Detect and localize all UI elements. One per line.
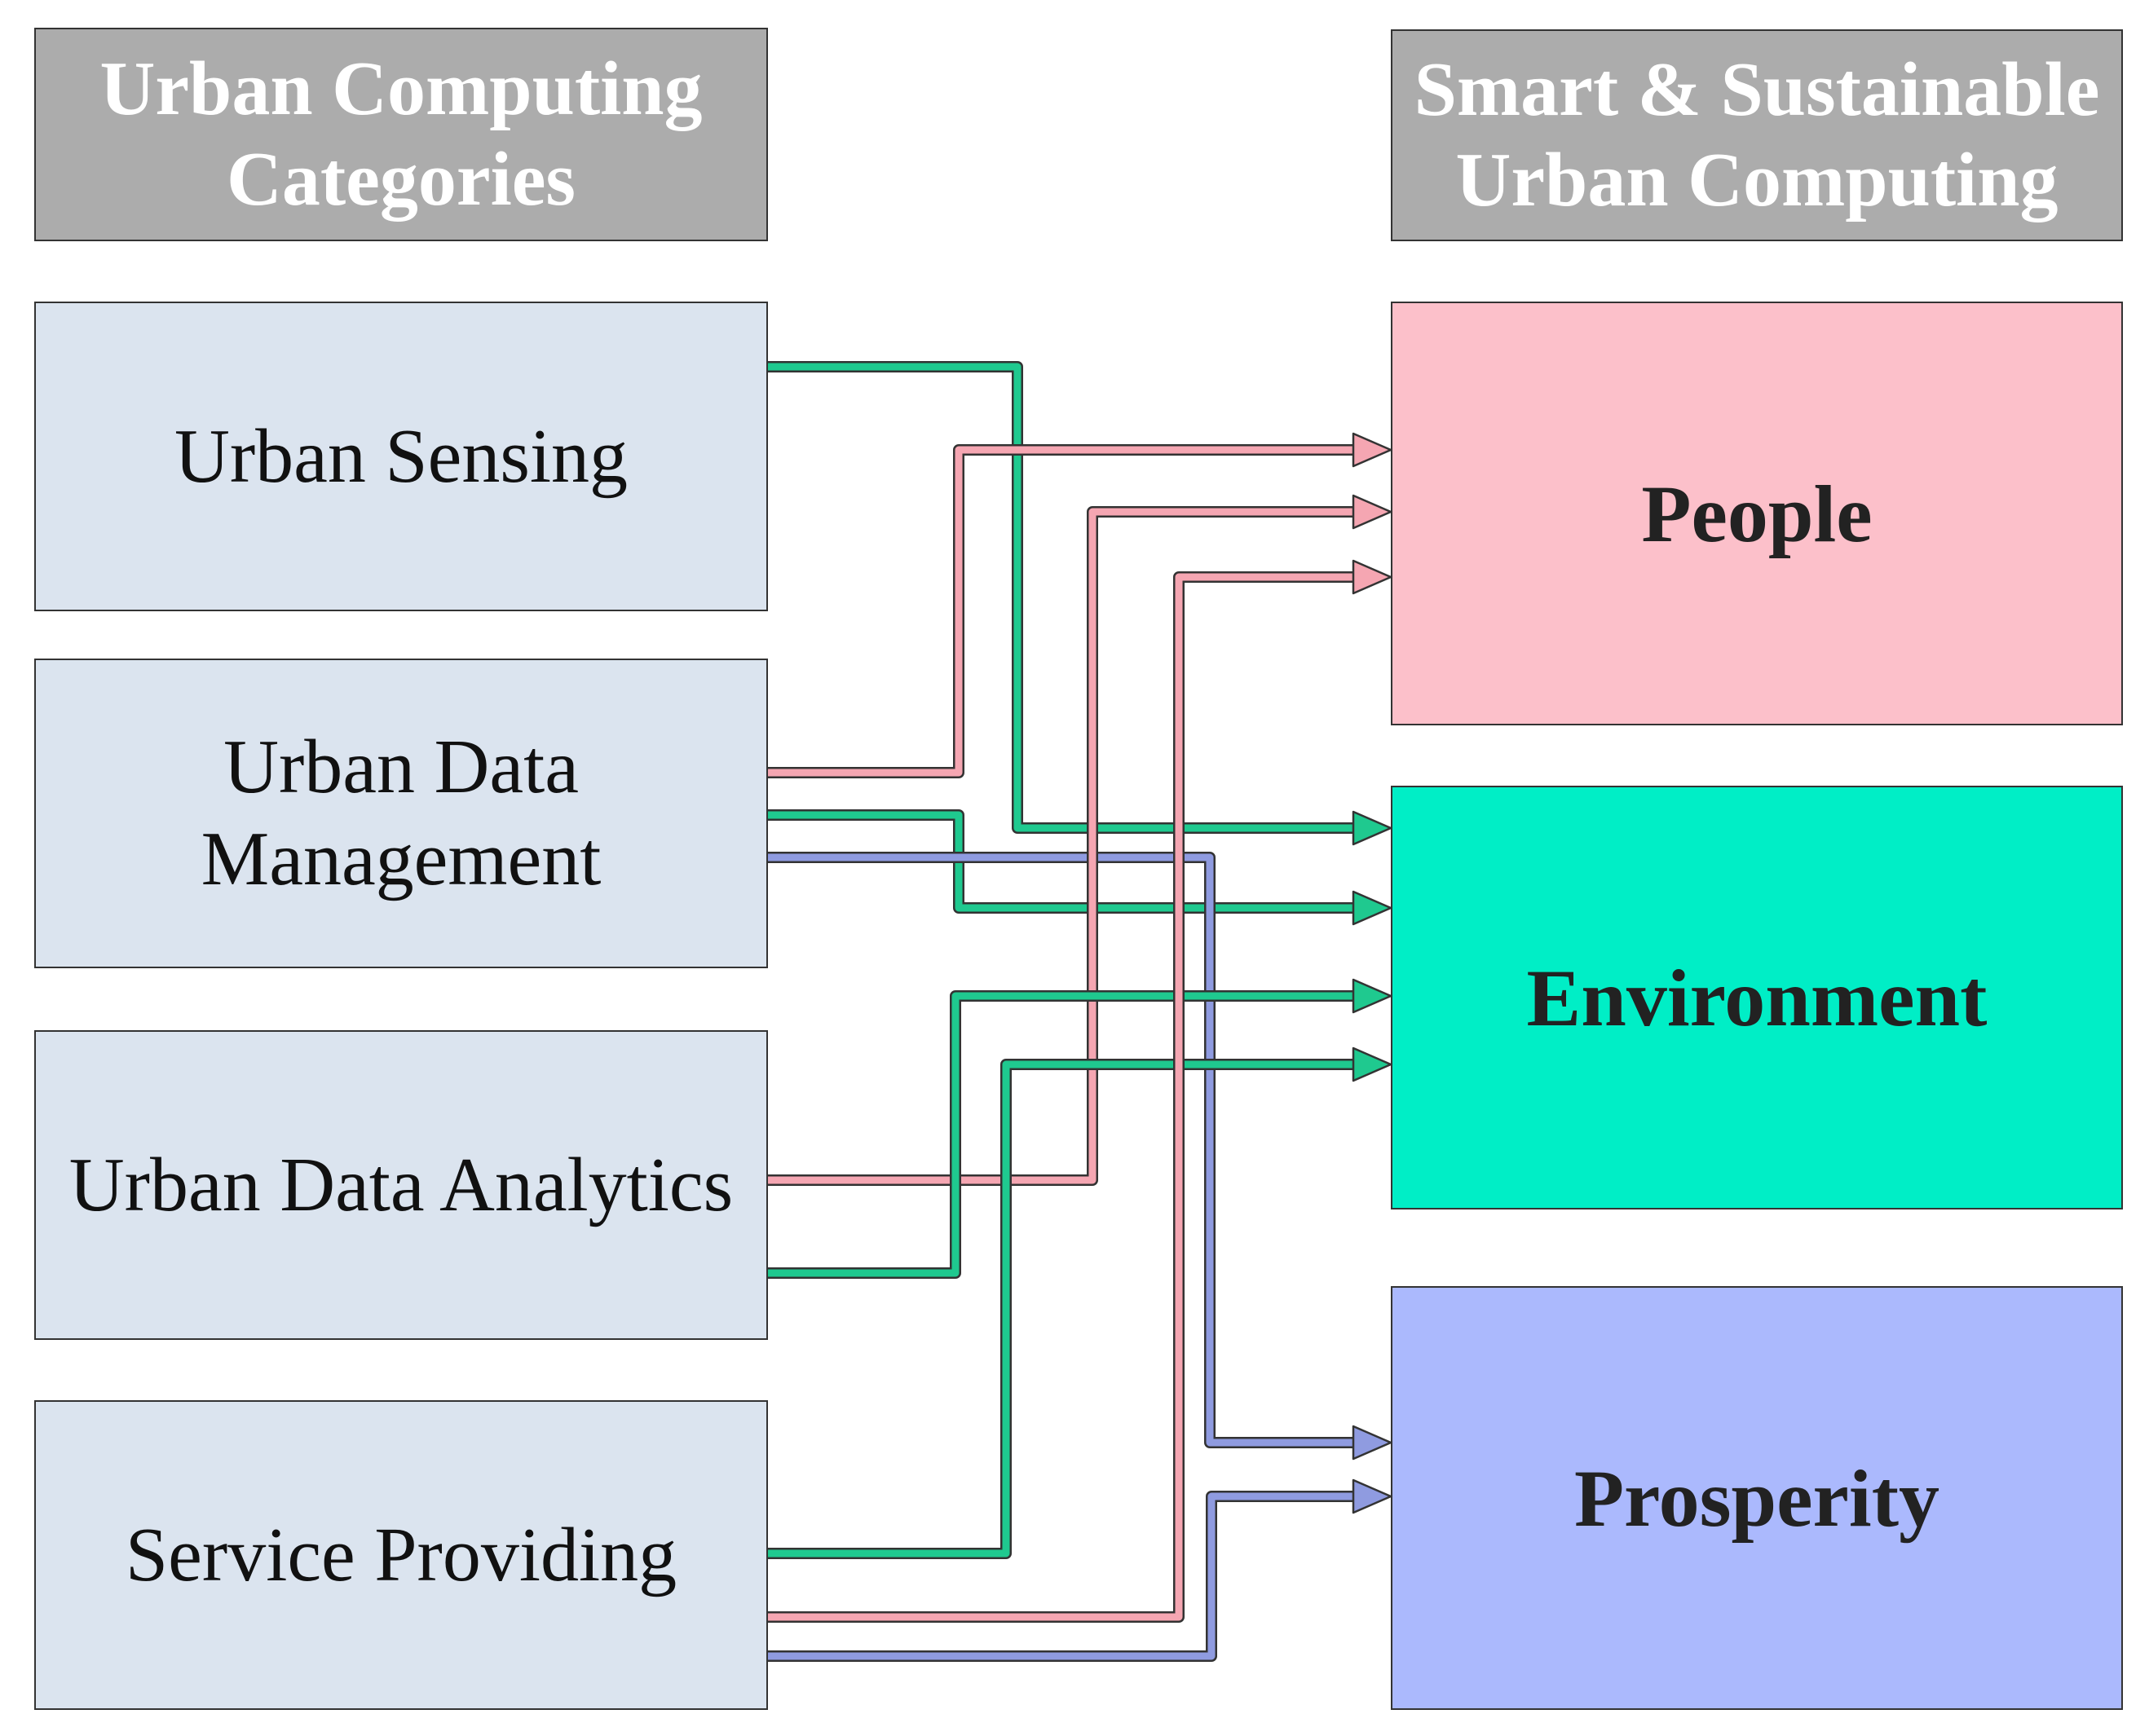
goal-people: People — [1391, 302, 2123, 725]
connector-service-to-prosperity — [768, 1478, 1392, 1662]
category-urban-data-analytics-label: Urban Data Analytics — [68, 1142, 734, 1227]
category-urban-data-analytics: Urban Data Analytics — [34, 1030, 768, 1340]
left-column-header: Urban Computing Categories — [34, 28, 768, 241]
connector-management-to-people — [768, 432, 1392, 778]
connector-analytics-to-people — [768, 494, 1392, 1186]
category-urban-sensing: Urban Sensing — [34, 302, 768, 611]
category-service-providing-label: Service Providing — [125, 1512, 677, 1597]
category-service-providing: Service Providing — [34, 1400, 768, 1710]
category-urban-sensing-label: Urban Sensing — [174, 413, 629, 499]
right-column-header-label: Smart & Sustainable Urban Computing — [1414, 47, 2100, 223]
goal-prosperity: Prosperity — [1391, 1286, 2123, 1710]
goal-environment: Environment — [1391, 786, 2123, 1209]
connector-analytics-to-environment — [768, 978, 1392, 1279]
connector-service-to-environment — [768, 1046, 1392, 1559]
connector-sensing-to-environment — [768, 361, 1392, 846]
connector-service-to-people — [768, 559, 1392, 1623]
left-column-header-label: Urban Computing Categories — [99, 46, 703, 222]
goal-people-label: People — [1641, 468, 1873, 559]
connector-management-to-prosperity — [768, 852, 1392, 1461]
category-urban-data-management: Urban Data Management — [34, 659, 768, 968]
category-urban-data-management-label: Urban Data Management — [201, 725, 602, 901]
goal-environment-label: Environment — [1526, 952, 1988, 1043]
right-column-header: Smart & Sustainable Urban Computing — [1391, 29, 2123, 241]
goal-prosperity-label: Prosperity — [1573, 1452, 1940, 1544]
